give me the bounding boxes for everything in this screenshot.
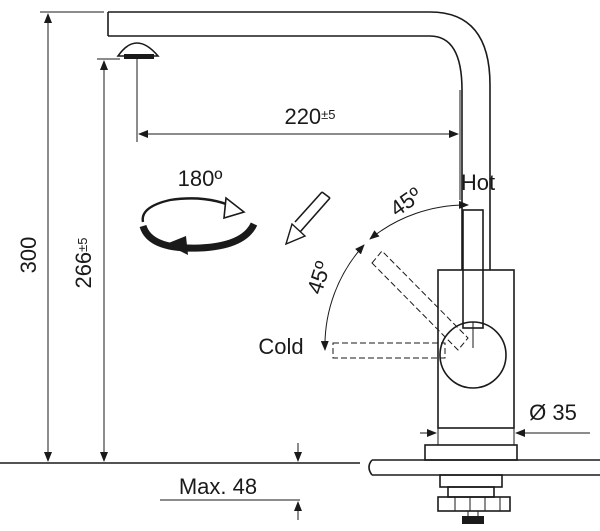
cold-label: Cold — [258, 334, 303, 359]
dimension-hole-diameter: Ø 35 — [420, 400, 590, 445]
cold-angle-label: 45º — [302, 258, 336, 297]
spout-height-label: 266±5 — [71, 237, 96, 288]
lever-ghost-45 — [371, 250, 469, 351]
hot-label: Hot — [461, 170, 495, 195]
hot-angle-label: 45º — [385, 182, 426, 221]
spout-reach-label: 220±5 — [284, 104, 335, 129]
dimension-total-height: 300 — [16, 11, 104, 462]
lever-ghost-cold — [332, 342, 446, 359]
mounting-assembly — [424, 444, 518, 524]
lever-vertical — [462, 209, 484, 329]
deck-surface — [0, 459, 600, 476]
dimension-spout-height: 266±5 — [71, 58, 120, 462]
faucet-body — [437, 269, 515, 429]
dimension-deck-thickness: Max. 48 — [160, 443, 360, 520]
swivel-angle-label: 180º — [178, 166, 223, 191]
deck-thickness-label: Max. 48 — [179, 474, 257, 499]
cartridge-circle — [439, 321, 507, 389]
faucet-spout — [107, 11, 491, 270]
hole-diameter-label: Ø 35 — [529, 400, 577, 425]
lever-direction-arrow-icon — [284, 191, 331, 246]
swivel-rotation-indicator: 180º — [139, 166, 258, 255]
total-height-label: 300 — [16, 237, 41, 274]
lever-angle-arcs — [320, 200, 469, 351]
dimension-spout-reach: 220±5 — [136, 59, 461, 200]
